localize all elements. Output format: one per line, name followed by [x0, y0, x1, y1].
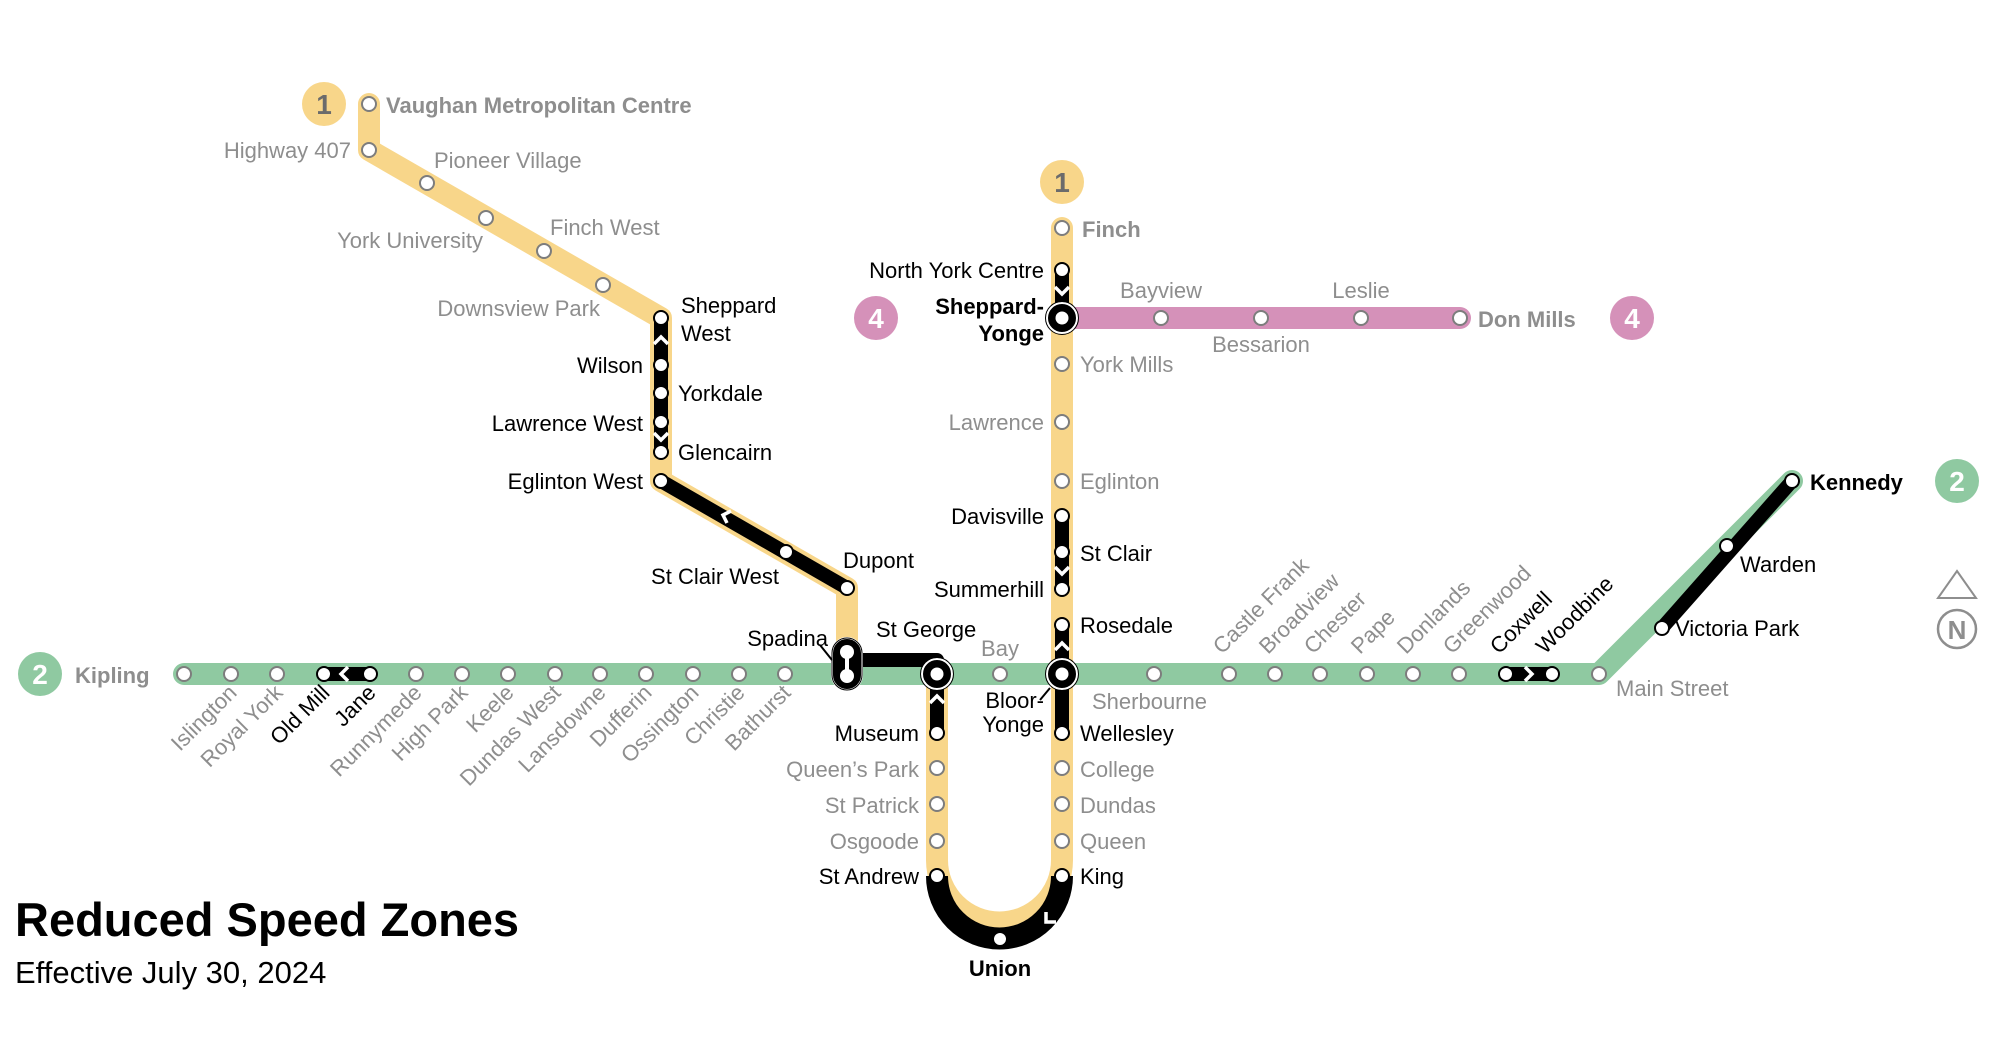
label-summerhill: Summerhill [934, 577, 1044, 602]
interchange-bloor-yonge [1039, 657, 1079, 701]
svg-text:2: 2 [32, 659, 48, 690]
label-osgoode: Osgoode [830, 829, 919, 854]
label-finchwest: Finch West [550, 215, 660, 240]
label-sherbourne: Sherbourne [1092, 689, 1207, 714]
labels-line1-yonge: King Queen Dundas College Wellesley Bloo… [869, 217, 1174, 889]
label-yorkmills: York Mills [1080, 352, 1173, 377]
label-bayview: Bayview [1120, 278, 1202, 303]
union-loop-black [926, 875, 1073, 950]
label-eglintonwest: Eglinton West [508, 469, 643, 494]
chevron-down-left-icon [1044, 912, 1056, 924]
svg-text:N: N [1948, 615, 1967, 645]
label-king: King [1080, 864, 1124, 889]
zone-victoriapark-kennedy [1655, 474, 1799, 635]
label-dupont: Dupont [843, 548, 914, 573]
label-mainstreet: Main Street [1616, 676, 1729, 701]
label-kipling: Kipling [75, 663, 150, 688]
label-glencairn: Glencairn [678, 440, 772, 465]
label-sheppardwest-1: Sheppard [681, 293, 776, 318]
svg-text:1: 1 [1054, 167, 1070, 198]
chevron-left-icon [338, 665, 350, 683]
label-stclair: St Clair [1080, 541, 1152, 566]
stations-reduced [316, 262, 1800, 947]
label-sheppardyonge-2: Yonge [978, 321, 1044, 346]
label-sheppardwest-2: West [681, 321, 731, 346]
label-sheppardyonge-1: Sheppard- [935, 294, 1044, 319]
svg-text:1: 1 [316, 89, 332, 120]
label-pioneer: Pioneer Village [434, 148, 582, 173]
interchange-stgeorge [920, 657, 954, 691]
label-leslie: Leslie [1332, 278, 1389, 303]
line-2-badge-west: 2 [18, 652, 62, 696]
north-arrow-icon: N [1936, 569, 1978, 650]
label-stpatrick: St Patrick [825, 793, 920, 818]
label-standrew: St Andrew [819, 864, 919, 889]
label-yorku: York University [337, 228, 483, 253]
label-wellesley: Wellesley [1080, 721, 1174, 746]
zone-eglintonwest-dupont [654, 474, 854, 595]
label-wilson: Wilson [577, 353, 643, 378]
line-1-badge-north: 1 [1040, 160, 1084, 204]
interchange-spadina [819, 637, 863, 691]
labels-line4: Bayview Bessarion Leslie Don Mills [1120, 278, 1576, 357]
label-dundas: Dundas [1080, 793, 1156, 818]
label-spadina: Spadina [747, 626, 829, 651]
label-hwy407: Highway 407 [224, 138, 351, 163]
map-title: Reduced Speed Zones [15, 893, 520, 946]
label-queen: Queen [1080, 829, 1146, 854]
label-lawrence: Lawrence [949, 410, 1044, 435]
label-lawrencewest: Lawrence West [492, 411, 643, 436]
stations-unaffected [176, 96, 1607, 849]
chevron-up-icon [928, 693, 946, 705]
label-college: College [1080, 757, 1155, 782]
chevron-left-icon [720, 509, 732, 524]
label-bessarion: Bessarion [1212, 332, 1310, 357]
chevron-down-icon [1053, 565, 1071, 577]
direction-chevrons [338, 285, 1535, 924]
label-union: Union [969, 956, 1031, 981]
label-stclairwest: St Clair West [651, 564, 779, 589]
label-rosedale: Rosedale [1080, 613, 1173, 638]
svg-text:4: 4 [868, 303, 884, 334]
line-2-badge-east: 2 [1935, 459, 1979, 503]
line-4-badge-west: 4 [854, 296, 898, 340]
chevron-right-icon [1523, 665, 1535, 683]
label-finch: Finch [1082, 217, 1141, 242]
labels-line1-west: Vaughan Metropolitan Centre Highway 407 … [224, 93, 1031, 981]
map-subtitle: Effective July 30, 2024 [15, 955, 327, 990]
interchange-sheppard-yonge [1045, 301, 1079, 335]
chevron-up-icon [652, 334, 670, 346]
label-davisville: Davisville [951, 504, 1044, 529]
line-1-badge-west: 1 [302, 82, 346, 126]
label-bloor-1: Bloor- [985, 688, 1044, 713]
label-victoriapark: Victoria Park [1675, 616, 1800, 641]
label-museum: Museum [835, 721, 919, 746]
label-downsview: Downsview Park [437, 296, 601, 321]
label-queenspark: Queen’s Park [786, 757, 920, 782]
chevron-up-icon [1053, 640, 1071, 652]
label-donmills: Don Mills [1478, 307, 1576, 332]
chevron-down-icon [652, 431, 670, 443]
line-4-badge-east: 4 [1610, 296, 1654, 340]
chevron-down-icon [1053, 285, 1071, 297]
label-bay: Bay [981, 636, 1019, 661]
label-warden: Warden [1740, 552, 1816, 577]
label-northyork: North York Centre [869, 258, 1044, 283]
label-stgeorge: St George [876, 617, 976, 642]
label-kennedy: Kennedy [1810, 470, 1904, 495]
svg-text:4: 4 [1624, 303, 1640, 334]
label-eglinton: Eglinton [1080, 469, 1160, 494]
label-bloor-2: Yonge [982, 712, 1044, 737]
svg-text:2: 2 [1949, 466, 1965, 497]
label-vmc: Vaughan Metropolitan Centre [386, 93, 692, 118]
label-yorkdale: Yorkdale [678, 381, 763, 406]
